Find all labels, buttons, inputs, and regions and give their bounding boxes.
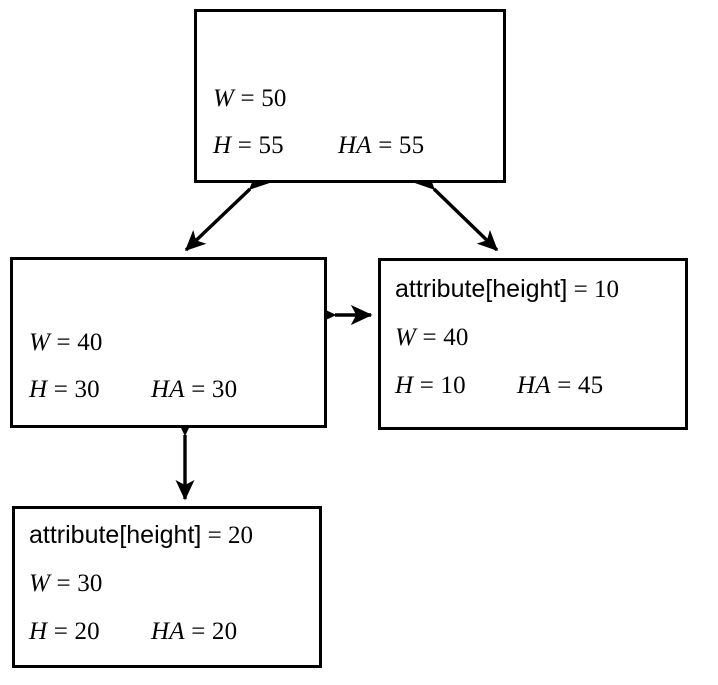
root-node-h-label: H	[213, 132, 232, 159]
bottom-left-node-h-line: H = 20	[29, 619, 100, 644]
right-middle-node[interactable]: attribute[height] = 10 W = 40 H = 10 HA …	[378, 258, 688, 430]
bottom-left-node-ha-line: HA = 20	[151, 619, 237, 644]
right-middle-node-ha-value: = 45	[557, 372, 604, 399]
bottom-left-node-h-label: H	[29, 618, 48, 645]
right-middle-node-attribute-value: = 10	[573, 276, 619, 303]
left-middle-node-ha-value: = 30	[191, 376, 238, 403]
left-middle-node[interactable]: W = 40 H = 30 HA = 30	[10, 257, 327, 428]
bottom-left-node-attribute-line: attribute[height] = 20	[29, 521, 253, 549]
bottom-left-node-w-line: W = 30	[29, 571, 103, 596]
root-node-ha-value: = 55	[378, 132, 425, 159]
right-middle-node-attribute-line: attribute[height] = 10	[395, 275, 619, 303]
root-node[interactable]: W = 50 H = 55 HA = 55	[194, 9, 506, 183]
root-node-ha-label: HA	[338, 132, 372, 159]
right-middle-node-h-label: H	[395, 372, 414, 399]
bottom-left-node[interactable]: attribute[height] = 20 W = 30 H = 20 HA …	[12, 506, 322, 668]
bottom-left-node-h-value: = 20	[53, 618, 100, 645]
bottom-left-node-attribute-value: = 20	[207, 522, 253, 549]
left-middle-node-w-label: W	[29, 329, 51, 356]
right-middle-node-h-value: = 10	[419, 372, 466, 399]
right-middle-node-attribute-name: attribute[height]	[395, 275, 568, 303]
root-node-ha-line: HA = 55	[338, 133, 424, 158]
root-node-w-line: W = 50	[213, 86, 287, 111]
right-middle-node-ha-line: HA = 45	[517, 373, 603, 398]
root-node-h-value: = 55	[237, 132, 284, 159]
left-middle-node-ha-line: HA = 30	[151, 377, 237, 402]
root-node-h-line: H = 55	[213, 133, 284, 158]
left-middle-node-h-label: H	[29, 376, 48, 403]
right-middle-node-w-line: W = 40	[395, 325, 469, 350]
edge-root-to-left-middle	[184, 168, 271, 252]
right-middle-node-w-value: = 40	[422, 324, 469, 351]
edge-root-to-right-middle	[413, 168, 499, 252]
bottom-left-node-w-label: W	[29, 570, 51, 597]
bottom-left-node-ha-label: HA	[151, 618, 185, 645]
bottom-left-node-ha-value: = 20	[191, 618, 238, 645]
bottom-left-node-w-value: = 30	[56, 570, 103, 597]
bottom-left-node-attribute-name: attribute[height]	[29, 521, 202, 549]
right-middle-node-h-line: H = 10	[395, 373, 466, 398]
root-node-w-value: = 50	[240, 85, 287, 112]
right-middle-node-w-label: W	[395, 324, 417, 351]
root-node-w-label: W	[213, 85, 235, 112]
left-middle-node-ha-label: HA	[151, 376, 185, 403]
left-middle-node-h-line: H = 30	[29, 377, 100, 402]
left-middle-node-w-line: W = 40	[29, 330, 103, 355]
left-middle-node-w-value: = 40	[56, 329, 103, 356]
right-middle-node-ha-label: HA	[517, 372, 551, 399]
left-middle-node-h-value: = 30	[53, 376, 100, 403]
